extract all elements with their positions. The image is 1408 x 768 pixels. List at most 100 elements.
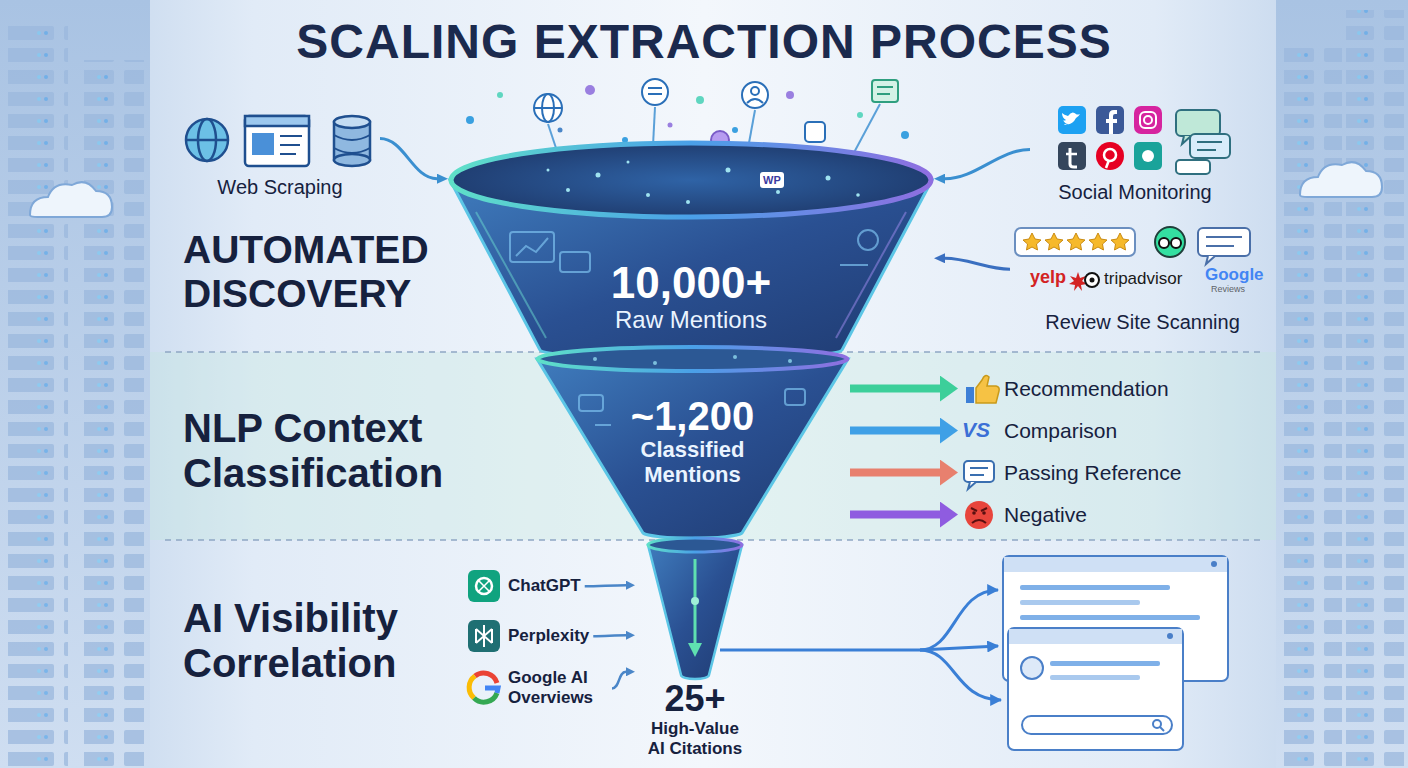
content-icons [742,82,768,108]
social-icons [1134,142,1162,170]
funnel-shape [648,538,742,552]
funnel-shape [538,347,848,371]
review-icons [1111,233,1129,250]
result-window [1003,556,1228,681]
output-branches [720,590,1001,700]
funnel-shape [596,173,601,178]
social-icons [1142,150,1154,162]
source-label: Social Monitoring [1058,180,1211,204]
content-icons [872,80,898,102]
social-icons [1106,160,1109,168]
content-icons [747,99,763,103]
social-icons [1058,106,1230,174]
funnel-shape [537,359,848,538]
funnel-shape [653,361,657,365]
web-scraping-icons [280,144,300,146]
funnel-shape [785,389,805,405]
social-icons [1197,149,1216,151]
section-heading: AUTOMATED DISCOVERY [183,228,445,315]
category-label: Passing Reference [1004,460,1181,485]
funnel-shape [579,395,603,411]
particles [466,85,909,143]
social-icons [1066,153,1077,156]
review-icons [1198,228,1250,256]
result-window [1211,561,1217,567]
content-icons [534,107,562,109]
icon-text: VS [962,417,990,442]
ai-platform-icons [468,570,500,702]
logo-text: tripadvisor [1104,270,1182,289]
flow-arrow [945,258,1010,269]
category-icons [981,508,987,511]
review-icons [1171,238,1181,248]
output-branches [920,590,998,650]
funnel-stage: 25+High-Value AI Citations [635,535,755,763]
server-rack-right [1276,0,1408,768]
funnel-shape [547,169,550,172]
funnel-shape [595,424,611,426]
platform-label: Google AI Overviews [508,668,608,709]
stage-label: Classified Mentions [618,437,768,488]
category-label: Recommendation [1004,376,1169,401]
category-icons [976,376,999,403]
platform-label: Perplexity [508,626,589,646]
social-icons [1104,149,1116,161]
diagram-title: SCALING EXTRACTION PROCESS [0,14,1408,69]
content-icons [877,93,890,95]
category-icons [982,511,986,515]
ai-platform-icons [474,693,497,702]
funnel-stage: ~1,200Classified Mentions [535,345,850,540]
web-scraping-icons [186,139,228,142]
ai-platform-icons [468,570,500,602]
social-icons [1197,141,1222,143]
flow-arrow [850,511,940,519]
social-icons [1144,116,1152,124]
social-icons [1062,112,1080,125]
review-icons [1015,228,1135,256]
web-scraping-icons [334,135,370,153]
server-rack-right [1284,40,1342,768]
flow-arrow [585,585,626,586]
result-window [1167,633,1173,639]
server-rack-right [1346,10,1404,768]
flow-arrow [850,427,940,435]
ai-platform-icons [476,578,492,594]
ai-platform-icons [476,625,492,647]
funnel-shape [451,143,931,217]
ai-platform-node: ChatGPT [464,570,585,602]
content-icons [648,87,662,89]
category-icons [970,467,988,469]
category-icons [964,376,999,529]
content-icons [534,79,898,149]
category-label: Negative [1004,502,1087,527]
funnel-shape [510,232,554,262]
particles [696,96,704,104]
flow-arrow [850,469,940,477]
funnel-shape [836,212,906,338]
icon-text: WP [760,172,784,188]
content-icons [805,122,825,142]
funnel-shape [593,355,792,365]
review-icons [1155,227,1185,257]
funnel-shape [858,230,878,250]
result-window [1020,600,1140,605]
review-icons [1206,245,1234,247]
logo-text: yelp [1030,268,1066,288]
review-icons [1023,233,1041,250]
server-rack-left [84,60,144,768]
web-scraping-icons [280,153,296,155]
result-window [1009,629,1182,644]
content-icons [534,94,562,122]
result-window [1008,628,1183,750]
section-heading: AI Visibility Correlation [183,596,448,686]
social-icons [1058,106,1086,134]
result-window [1003,556,1228,681]
category-icons [971,508,977,511]
cloud-icon [30,182,112,217]
logo-text: Reviews [1211,285,1245,295]
social-icons [1106,110,1117,134]
section-divider [165,352,1265,540]
review-icons [1089,233,1107,250]
server-rack-left [0,0,150,768]
